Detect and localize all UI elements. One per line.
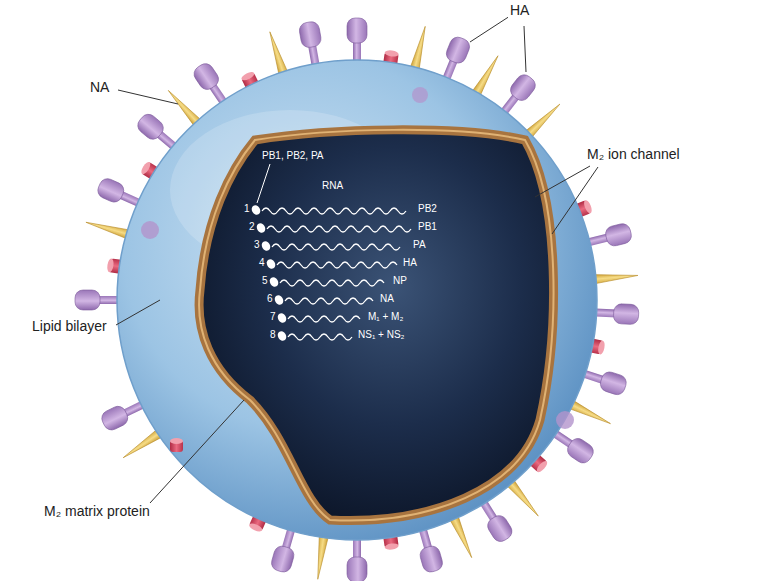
segment-name: PB1 bbox=[418, 221, 437, 233]
leader-lines bbox=[116, 16, 598, 503]
segment-number: 5 bbox=[262, 275, 268, 287]
rna-waves bbox=[262, 208, 411, 340]
segment-name: NS₁ + NS₂ bbox=[358, 329, 404, 341]
leader-line bbox=[116, 300, 160, 325]
rna-strand bbox=[285, 298, 373, 304]
polymerase-complexes bbox=[250, 204, 288, 343]
surface-ha-head bbox=[412, 87, 428, 103]
segment-name: HA bbox=[403, 257, 417, 269]
lipid-envelope bbox=[117, 60, 597, 540]
leader-line bbox=[470, 16, 510, 42]
leader-line bbox=[118, 90, 178, 104]
leader-line bbox=[524, 26, 526, 72]
ha-spike bbox=[347, 534, 367, 581]
leader-line bbox=[535, 166, 590, 197]
rna-strand bbox=[262, 208, 406, 214]
polymerase-label: PB1, PB2, PA bbox=[262, 150, 324, 162]
spike-label: NA bbox=[88, 79, 111, 96]
segment-number: 4 bbox=[259, 257, 265, 269]
polymerase-blob bbox=[276, 330, 288, 343]
polymerase-blob bbox=[265, 258, 277, 271]
surface-m2-channel bbox=[170, 438, 183, 452]
leader-line bbox=[150, 400, 244, 503]
polymerase-blob bbox=[268, 276, 280, 289]
polymerase-blob bbox=[255, 222, 267, 235]
rna-label: RNA bbox=[322, 180, 343, 192]
surface-ha-head bbox=[141, 221, 159, 239]
surface-ha-head bbox=[556, 411, 574, 429]
polymerase-blob bbox=[276, 312, 288, 325]
leader-line bbox=[257, 164, 270, 203]
segment-name: M₁ + M₂ bbox=[368, 311, 403, 323]
rna-strand bbox=[277, 262, 397, 268]
ha-spike bbox=[347, 18, 367, 66]
matrix-layer bbox=[199, 130, 553, 521]
polymerase-blob bbox=[250, 204, 262, 217]
polymerase-blob bbox=[260, 240, 272, 253]
ha-spike bbox=[75, 290, 123, 310]
part-label: M₂ matrix protein bbox=[42, 503, 152, 520]
rna-strand bbox=[280, 280, 384, 286]
polymerase-blob bbox=[273, 294, 285, 307]
part-label: Lipid bilayer bbox=[30, 318, 109, 335]
segment-number: 1 bbox=[244, 203, 250, 215]
spike-label: HA bbox=[508, 2, 531, 19]
segment-number: 7 bbox=[270, 311, 276, 323]
matrix-highlight bbox=[199, 130, 553, 521]
segment-number: 2 bbox=[249, 221, 255, 233]
rna-strand bbox=[288, 334, 352, 340]
leader-line bbox=[552, 167, 598, 234]
rna-strand bbox=[267, 226, 411, 232]
rna-strand bbox=[272, 244, 400, 250]
segment-name: PB2 bbox=[418, 203, 437, 215]
segment-name: NP bbox=[393, 275, 407, 287]
segment-name: NA bbox=[380, 293, 394, 305]
rna-strand bbox=[288, 316, 360, 322]
segment-number: 8 bbox=[270, 329, 276, 341]
segment-number: 3 bbox=[254, 239, 260, 251]
part-label: M₂ ion channel bbox=[585, 146, 682, 163]
segment-name: PA bbox=[413, 239, 426, 251]
segment-number: 6 bbox=[267, 293, 273, 305]
